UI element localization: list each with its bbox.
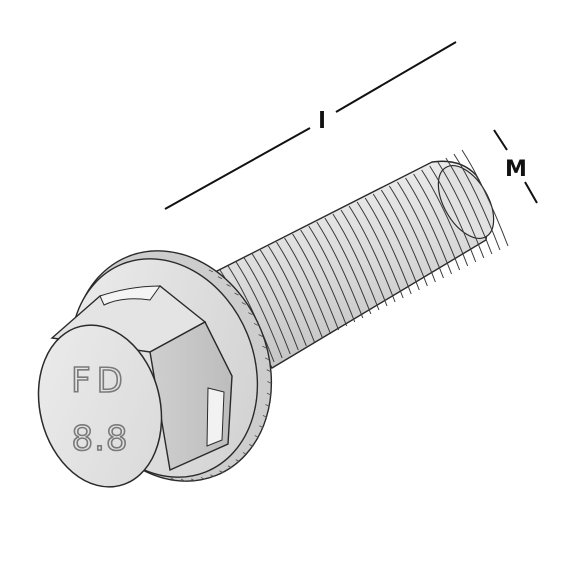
bolt-shank xyxy=(214,149,509,369)
thread-line xyxy=(243,257,291,355)
flange-serration xyxy=(253,322,259,326)
thread-line xyxy=(324,217,372,315)
flange-serration xyxy=(248,312,253,316)
thread-line xyxy=(372,193,420,291)
flange-serration xyxy=(170,477,176,481)
flange-serration xyxy=(200,477,206,480)
head-marking-line2: 8.8 xyxy=(71,419,128,459)
thread-line xyxy=(235,261,283,359)
thread-line xyxy=(316,221,364,319)
thread-line xyxy=(461,149,509,247)
bolt-hex-head xyxy=(37,285,233,488)
flange-serration xyxy=(266,369,271,373)
flange-serration xyxy=(249,444,254,447)
flange-serration xyxy=(227,465,233,469)
thread-line xyxy=(332,213,380,311)
thread-line xyxy=(251,253,299,351)
flange-serration xyxy=(210,474,215,478)
hex-end-face xyxy=(37,324,163,488)
thread-line xyxy=(300,229,348,327)
thread-line xyxy=(445,157,493,255)
thread-line xyxy=(348,205,396,303)
length-dimension-line-left xyxy=(164,127,311,210)
thread-line xyxy=(429,165,477,263)
head-marking: FD 8.8 xyxy=(70,360,129,460)
flange-serration xyxy=(190,478,196,482)
thread-line xyxy=(397,181,444,279)
flange-serration xyxy=(258,334,263,337)
thread-line xyxy=(413,173,461,271)
thread-line xyxy=(259,249,307,347)
thread-line xyxy=(308,225,356,323)
flange-serration xyxy=(235,459,240,463)
thread-line xyxy=(267,245,315,343)
thread-dimension-tick-bottom xyxy=(524,181,538,204)
thread-line xyxy=(276,241,323,339)
thread-dimension-label: M xyxy=(505,157,527,182)
hex-top-chamfer xyxy=(99,285,161,306)
thread-line xyxy=(380,189,428,287)
thread-dimension: M xyxy=(493,129,538,204)
flange-serration xyxy=(265,404,270,407)
flange-serration xyxy=(259,425,264,429)
hex-side-highlight xyxy=(206,387,225,447)
thread-line xyxy=(284,237,331,335)
flange-serration xyxy=(242,452,248,455)
thread-dimension-tick-top xyxy=(493,129,508,151)
thread-line xyxy=(405,177,452,275)
flange-serration xyxy=(217,276,223,280)
flange-serration xyxy=(208,269,214,273)
head-marking-line1: FD xyxy=(71,361,129,401)
thread-line xyxy=(437,161,485,259)
length-dimension-label: l xyxy=(318,109,326,134)
flange-serration xyxy=(254,435,259,438)
thread-line xyxy=(421,169,469,267)
flange-serration xyxy=(262,345,267,349)
flange-serration xyxy=(262,414,268,418)
flange-serration xyxy=(264,357,270,361)
flange-serration xyxy=(219,470,224,474)
flange-serration xyxy=(267,381,272,384)
flange-serration xyxy=(234,292,239,296)
thread-lines xyxy=(219,149,509,367)
flange-serration xyxy=(226,284,231,287)
flange-serration xyxy=(241,302,247,305)
thread-line xyxy=(340,209,388,307)
flange-serration xyxy=(266,392,272,396)
length-dimension: l xyxy=(164,41,457,210)
length-dimension-line-right xyxy=(335,41,457,113)
thread-line xyxy=(227,265,275,363)
thread-line xyxy=(364,197,412,295)
thread-line xyxy=(453,153,501,251)
thread-line xyxy=(388,185,436,283)
thread-line xyxy=(356,201,404,299)
flange-serration xyxy=(180,478,186,482)
flange-serrations xyxy=(170,269,272,482)
thread-line xyxy=(292,233,340,331)
